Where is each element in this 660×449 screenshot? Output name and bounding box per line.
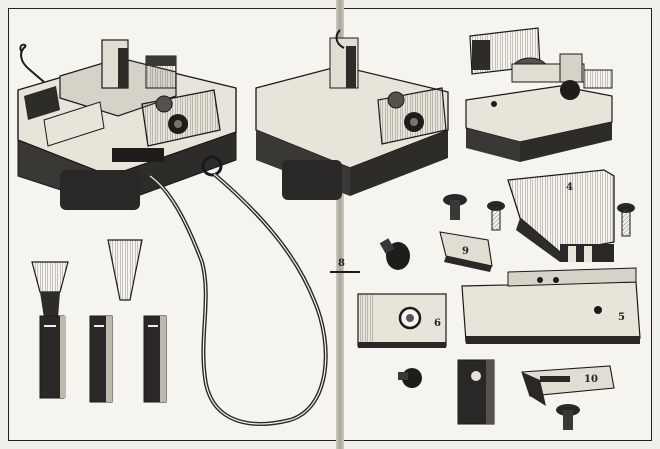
part-5-bar: 5 <box>461 267 641 344</box>
cord <box>148 172 328 426</box>
clamp-assembly-center <box>255 29 449 200</box>
part-10-bracket: 10 <box>521 365 615 406</box>
post-pieces <box>39 315 167 403</box>
part-4-angle-block: 4 <box>507 169 615 262</box>
label-6: 6 <box>434 318 441 329</box>
part-9-clip: 9 <box>439 231 493 272</box>
label-10: 10 <box>584 374 598 385</box>
part-8-pin: 8 <box>330 258 360 273</box>
label-8: 8 <box>338 258 345 269</box>
wedge-pieces <box>31 239 143 318</box>
screw-a <box>443 194 467 220</box>
part-small-block <box>457 359 495 425</box>
label-4: 4 <box>566 182 573 193</box>
screws <box>379 194 635 430</box>
clamp-assembly-left <box>17 39 237 210</box>
screw-e <box>398 368 422 388</box>
screw-d <box>379 238 410 270</box>
part-6-block: 6 <box>357 293 447 348</box>
label-5: 5 <box>618 312 625 323</box>
screw-b <box>487 201 505 231</box>
label-9: 9 <box>462 246 469 257</box>
screw-c <box>617 203 635 237</box>
screw-f <box>556 404 580 430</box>
book-gutter <box>336 0 344 449</box>
slide-assembly-right <box>465 27 613 162</box>
